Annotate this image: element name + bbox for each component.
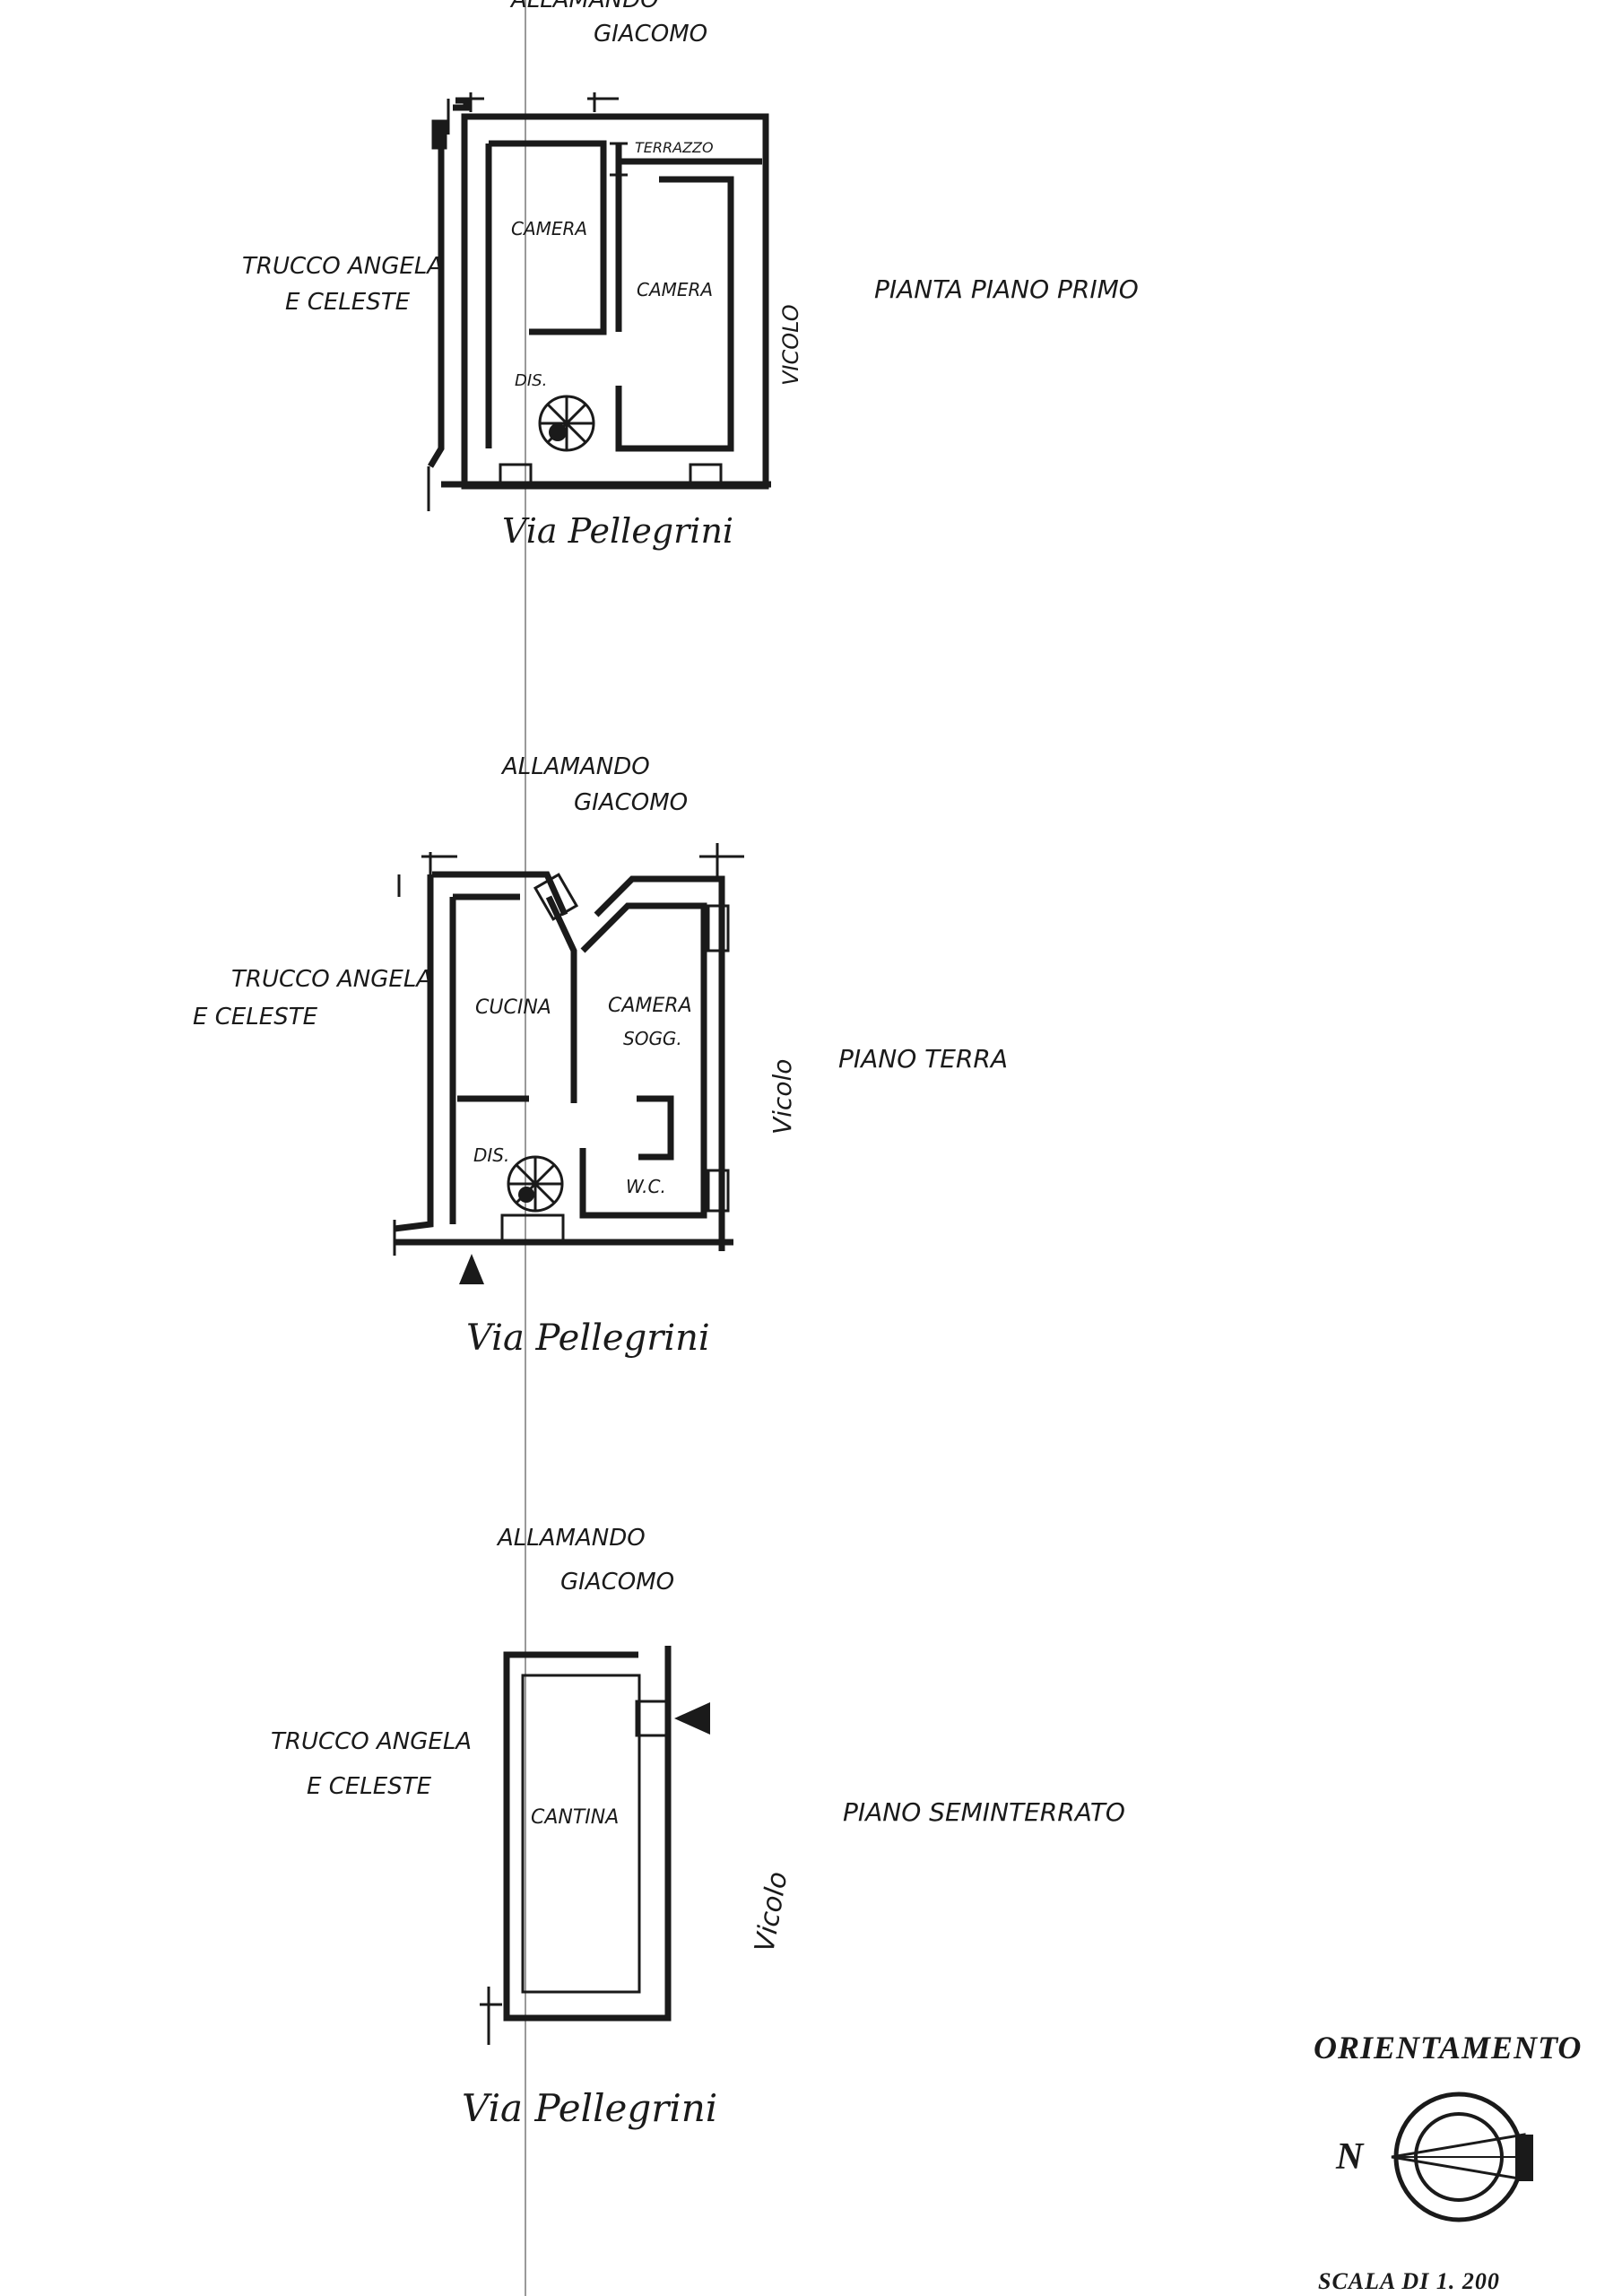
compass-icon [1391, 2092, 1533, 2222]
ground-floor-west-neighbor-2: E CELESTE [193, 1004, 318, 1031]
basement-walls [480, 1646, 672, 2045]
ground-floor-east-label: Vicolo [768, 1059, 797, 1135]
basement-street: Via Pellegrini [462, 2086, 717, 2130]
ground-floor-street: Via Pellegrini [466, 1318, 710, 1359]
first-floor-walls [427, 92, 771, 511]
ground-floor-room-5: W.C. [626, 1176, 666, 1197]
basement-west-neighbor: TRUCCO ANGELA [271, 1728, 472, 1755]
first-floor-room-4: TERRAZZO [635, 139, 714, 156]
basement-north-neighbor: ALLAMANDO [496, 1525, 646, 1552]
ground-floor-room-2: CAMERA [608, 995, 692, 1017]
first-floor-spiral-stair [538, 395, 595, 452]
first-floor-street: Via Pellegrini [502, 511, 733, 551]
ground-floor-room-3: SOGG. [623, 1028, 682, 1049]
first-floor-room-1: CAMERA [511, 218, 587, 239]
first-floor-north-neighbor: ALLAMANDO [509, 0, 659, 13]
basement-plan: ALLAMANDO GIACOMO CANTINA TRUCCO ANGELA … [271, 1525, 1125, 2130]
first-floor-room-3: DIS. [515, 371, 547, 390]
north-letter: N [1335, 2136, 1365, 2178]
first-floor-room-2: CAMERA [637, 279, 713, 300]
basement-west-neighbor-2: E CELESTE [307, 1773, 432, 1800]
basement-east-label: Vicolo [749, 1869, 794, 1954]
ground-floor-room-4: DIS. [473, 1144, 509, 1166]
basement-room-1: CANTINA [531, 1806, 619, 1829]
ground-floor-room-1: CUCINA [475, 996, 551, 1019]
ground-floor-entrance-arrow-icon [459, 1254, 484, 1284]
ground-floor-north-neighbor-2: GIACOMO [574, 789, 688, 816]
first-floor-east-label: VICOLO [778, 304, 803, 386]
ground-floor-west-neighbor: TRUCCO ANGELA [231, 966, 432, 993]
ground-floor-walls [393, 843, 744, 1256]
orientation-title: ORIENTAMENTO [1314, 2030, 1582, 2066]
orientation-legend: ORIENTAMENTO N SCALA DI 1. 200 [1314, 2030, 1582, 2294]
ground-floor-north-neighbor: ALLAMANDO [500, 753, 650, 780]
first-floor-title: PIANTA PIANO PRIMO [874, 274, 1139, 304]
ground-floor-title: PIANO TERRA [838, 1044, 1008, 1074]
ground-floor-plan: ALLAMANDO GIACOMO [193, 753, 1008, 1359]
first-floor-west-neighbor: TRUCCO ANGELA [242, 253, 443, 280]
first-floor-plan: ALLAMANDO GIACOMO [242, 0, 1139, 551]
basement-title: PIANO SEMINTERRATO [843, 1797, 1125, 1827]
first-floor-west-neighbor-2: E CELESTE [285, 289, 411, 316]
basement-north-neighbor-2: GIACOMO [560, 1569, 674, 1596]
basement-entrance-arrow-icon [674, 1702, 710, 1735]
first-floor-north-neighbor-2: GIACOMO [594, 21, 707, 48]
ground-floor-spiral-stair [507, 1155, 564, 1213]
scale-label: SCALA DI 1. 200 [1318, 2268, 1500, 2294]
